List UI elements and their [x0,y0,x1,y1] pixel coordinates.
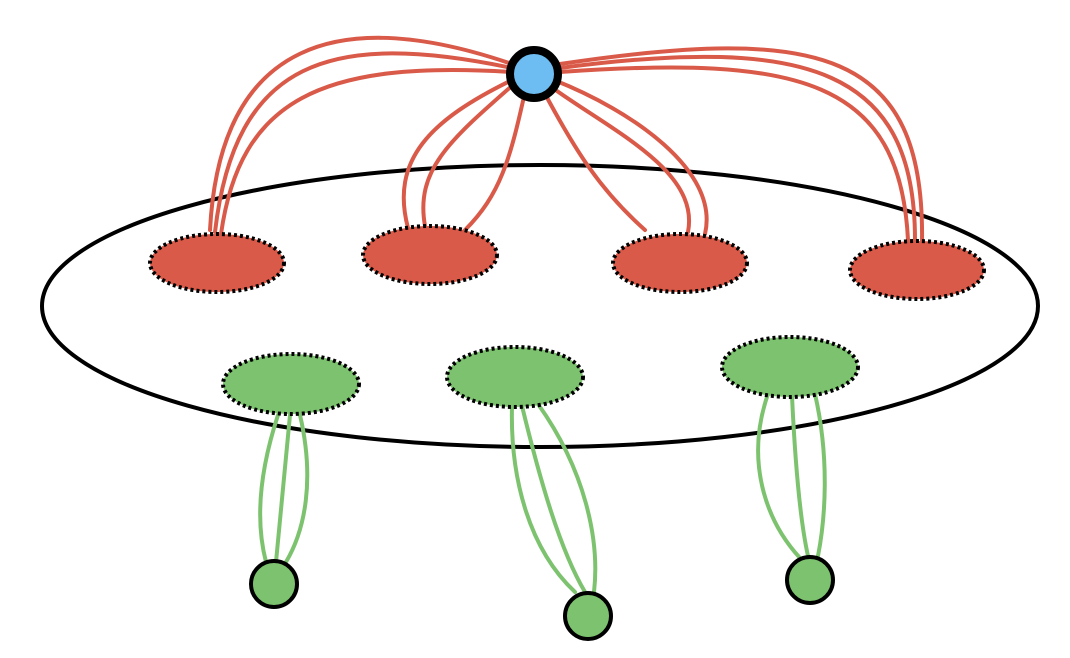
edge-green-2-leaf-2 [536,402,598,594]
red-cluster-3 [611,232,749,294]
green-leaves [249,555,835,641]
edge-green-1-leaf-1 [258,413,280,564]
green-clusters [221,335,860,416]
edge-hub-red-1 [219,68,514,236]
green-cluster-1 [221,352,361,416]
green-cluster-2 [445,345,585,409]
edge-hub-red-2 [463,90,527,232]
edge-green-2-leaf-2 [520,404,587,594]
edge-hub-red-3 [542,90,647,232]
edge-hub-red-3 [548,84,692,234]
edge-green-3-leaf-3 [790,394,810,558]
edge-hub-red-3 [552,78,709,236]
red-edges [208,35,925,244]
edge-green-1-leaf-1 [274,413,292,564]
edge-hub-red-4 [558,46,925,244]
edge-hub-red-4 [558,54,917,242]
green-leaf-1 [249,559,299,609]
green-edges [258,392,827,594]
green-leaf-3 [785,555,835,605]
edge-green-2-leaf-2 [509,404,577,594]
edge-hub-red-1 [213,51,514,234]
red-cluster-4 [848,239,986,301]
edge-hub-red-1 [208,35,514,232]
red-cluster-2 [361,224,499,286]
red-clusters [148,224,986,301]
edge-hub-red-4 [558,65,910,242]
green-cluster-3 [720,335,860,399]
edge-hub-red-2 [401,78,514,230]
edge-green-1-leaf-1 [284,413,310,564]
edge-green-3-leaf-3 [756,392,802,560]
green-leaf-2 [563,591,613,641]
edge-hub-red-2 [421,82,516,228]
hub-node [506,46,562,102]
red-cluster-1 [148,232,286,294]
edge-green-3-leaf-3 [813,392,827,558]
